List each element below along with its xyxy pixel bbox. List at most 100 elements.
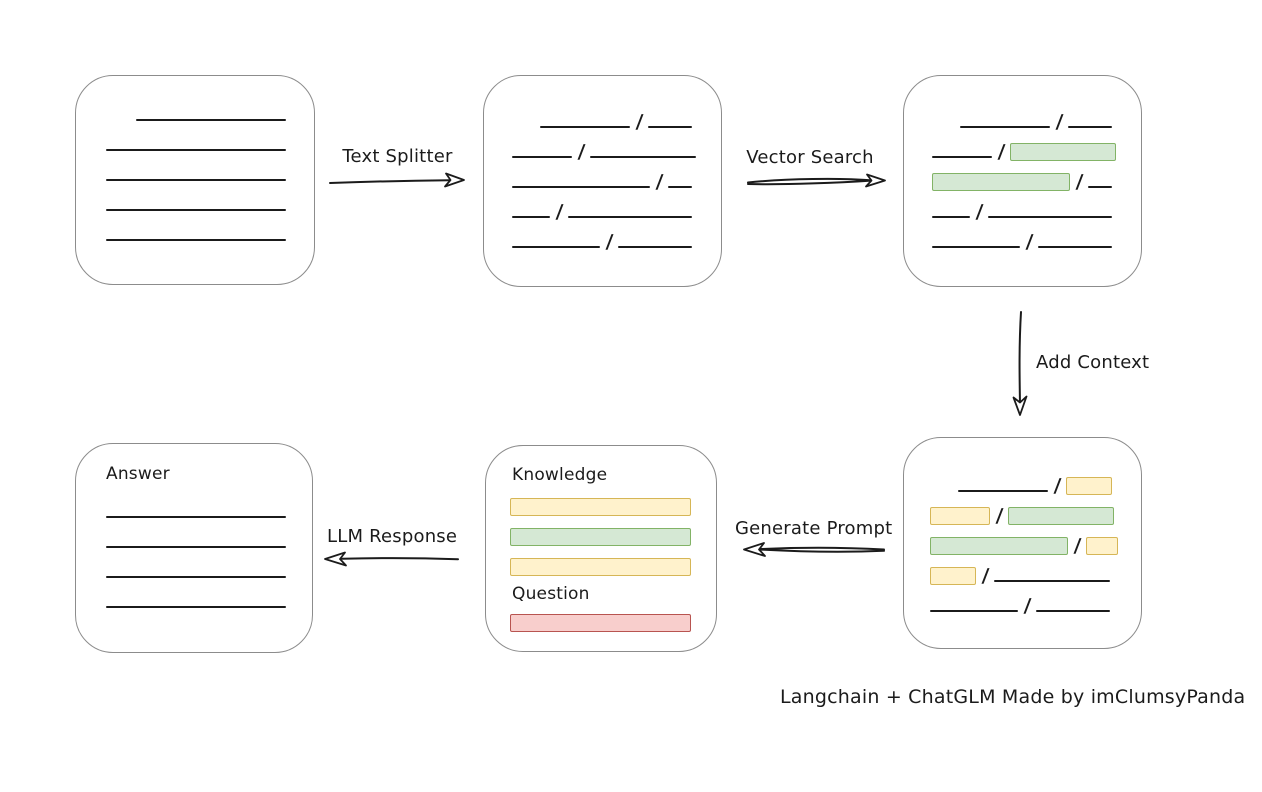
split-chunks-box (483, 75, 722, 287)
highlight-green (1007, 507, 1114, 525)
slash-separator: / (577, 141, 586, 163)
chunk-row: / (932, 193, 1116, 223)
slash-separator: / (1055, 111, 1064, 133)
chunk-row: / (932, 133, 1116, 163)
slash-separator: / (981, 565, 990, 587)
chunk-row: / (930, 467, 1118, 497)
text-line (512, 186, 650, 188)
chunk-row: / (512, 133, 696, 163)
knowledge-bars (510, 488, 691, 578)
text-line (987, 216, 1112, 218)
slash-separator: / (1023, 595, 1032, 617)
slash-separator: / (655, 171, 664, 193)
text-line (1037, 246, 1112, 248)
chunk-row (510, 518, 691, 548)
add-context-arrow (1012, 311, 1028, 416)
text-line (106, 209, 286, 211)
text-line (993, 580, 1110, 582)
text-line (589, 156, 696, 158)
answer-box (75, 443, 313, 653)
text-line (136, 119, 286, 121)
text-line (512, 156, 572, 158)
highlight-yellow (1065, 477, 1112, 495)
generate-prompt-arrow (743, 542, 885, 557)
highlight-green (1009, 143, 1116, 161)
highlight-red (510, 614, 691, 632)
text-splitter-arrow (329, 172, 465, 188)
text-line (540, 126, 630, 128)
text-line (1067, 126, 1112, 128)
slash-separator: / (635, 111, 644, 133)
chunk-row: / (932, 103, 1116, 133)
chunk-row (106, 493, 286, 523)
vector-search-label: Vector Search (746, 147, 874, 168)
highlight-yellow (1085, 537, 1118, 555)
chunk-row: / (930, 557, 1118, 587)
text-line (106, 606, 286, 608)
highlight-green (510, 528, 691, 546)
attribution-caption: Langchain + ChatGLM Made by imClumsyPand… (780, 686, 1246, 708)
text-line (958, 490, 1048, 492)
chunk-row: / (930, 497, 1118, 527)
llm-response-label: LLM Response (327, 526, 458, 547)
chunk-row (510, 604, 691, 634)
slash-separator: / (975, 201, 984, 223)
vector-search-arrow (747, 173, 886, 188)
vector-match-lines: ///// (932, 103, 1116, 253)
text-line (932, 156, 992, 158)
text-line (1087, 186, 1112, 188)
text-line (106, 179, 286, 181)
text-line (106, 576, 286, 578)
chunk-row (510, 488, 691, 518)
chunk-row (106, 186, 286, 216)
highlight-yellow (930, 567, 976, 585)
text-line (106, 239, 286, 241)
text-line (647, 126, 692, 128)
text-line (932, 216, 970, 218)
chunk-row: / (512, 103, 696, 133)
add-context-label: Add Context (1036, 352, 1150, 373)
text-line (667, 186, 692, 188)
answer-label: Answer (106, 464, 170, 484)
split-chunks-lines: / / / / / (512, 103, 696, 253)
knowledge-label: Knowledge (512, 465, 608, 485)
text-line (106, 546, 286, 548)
chunk-row: / (512, 223, 696, 253)
answer-lines (106, 493, 286, 613)
slash-separator: / (995, 505, 1004, 527)
slash-separator: / (555, 201, 564, 223)
context-lines: / / / / / (930, 467, 1118, 617)
chunk-row: / (932, 223, 1116, 253)
text-line (932, 246, 1020, 248)
chunk-row (510, 548, 691, 578)
text-line (512, 216, 550, 218)
text-line (106, 149, 286, 151)
slash-separator: / (605, 231, 614, 253)
generate-prompt-label: Generate Prompt (735, 518, 893, 539)
document-lines (106, 96, 286, 246)
slash-separator: / (1053, 475, 1062, 497)
text-line (567, 216, 692, 218)
slash-separator: / (1073, 535, 1082, 557)
text-line (1035, 610, 1110, 612)
highlight-green (932, 173, 1070, 191)
chunk-row: / (512, 163, 696, 193)
slash-separator: / (1025, 231, 1034, 253)
highlight-yellow (510, 558, 691, 576)
chunk-row (106, 583, 286, 613)
question-bar (510, 604, 691, 634)
chunk-row (106, 156, 286, 186)
chunk-row (106, 523, 286, 553)
text-splitter-label: Text Splitter (342, 146, 453, 167)
text-line (930, 610, 1018, 612)
text-line (512, 246, 600, 248)
llm-response-arrow (324, 551, 459, 567)
slash-separator: / (1075, 171, 1084, 193)
chunk-row (106, 553, 286, 583)
chunk-row (106, 96, 286, 126)
highlight-yellow (510, 498, 691, 516)
chunk-row: / (512, 193, 696, 223)
text-line (960, 126, 1050, 128)
question-label: Question (512, 584, 590, 604)
